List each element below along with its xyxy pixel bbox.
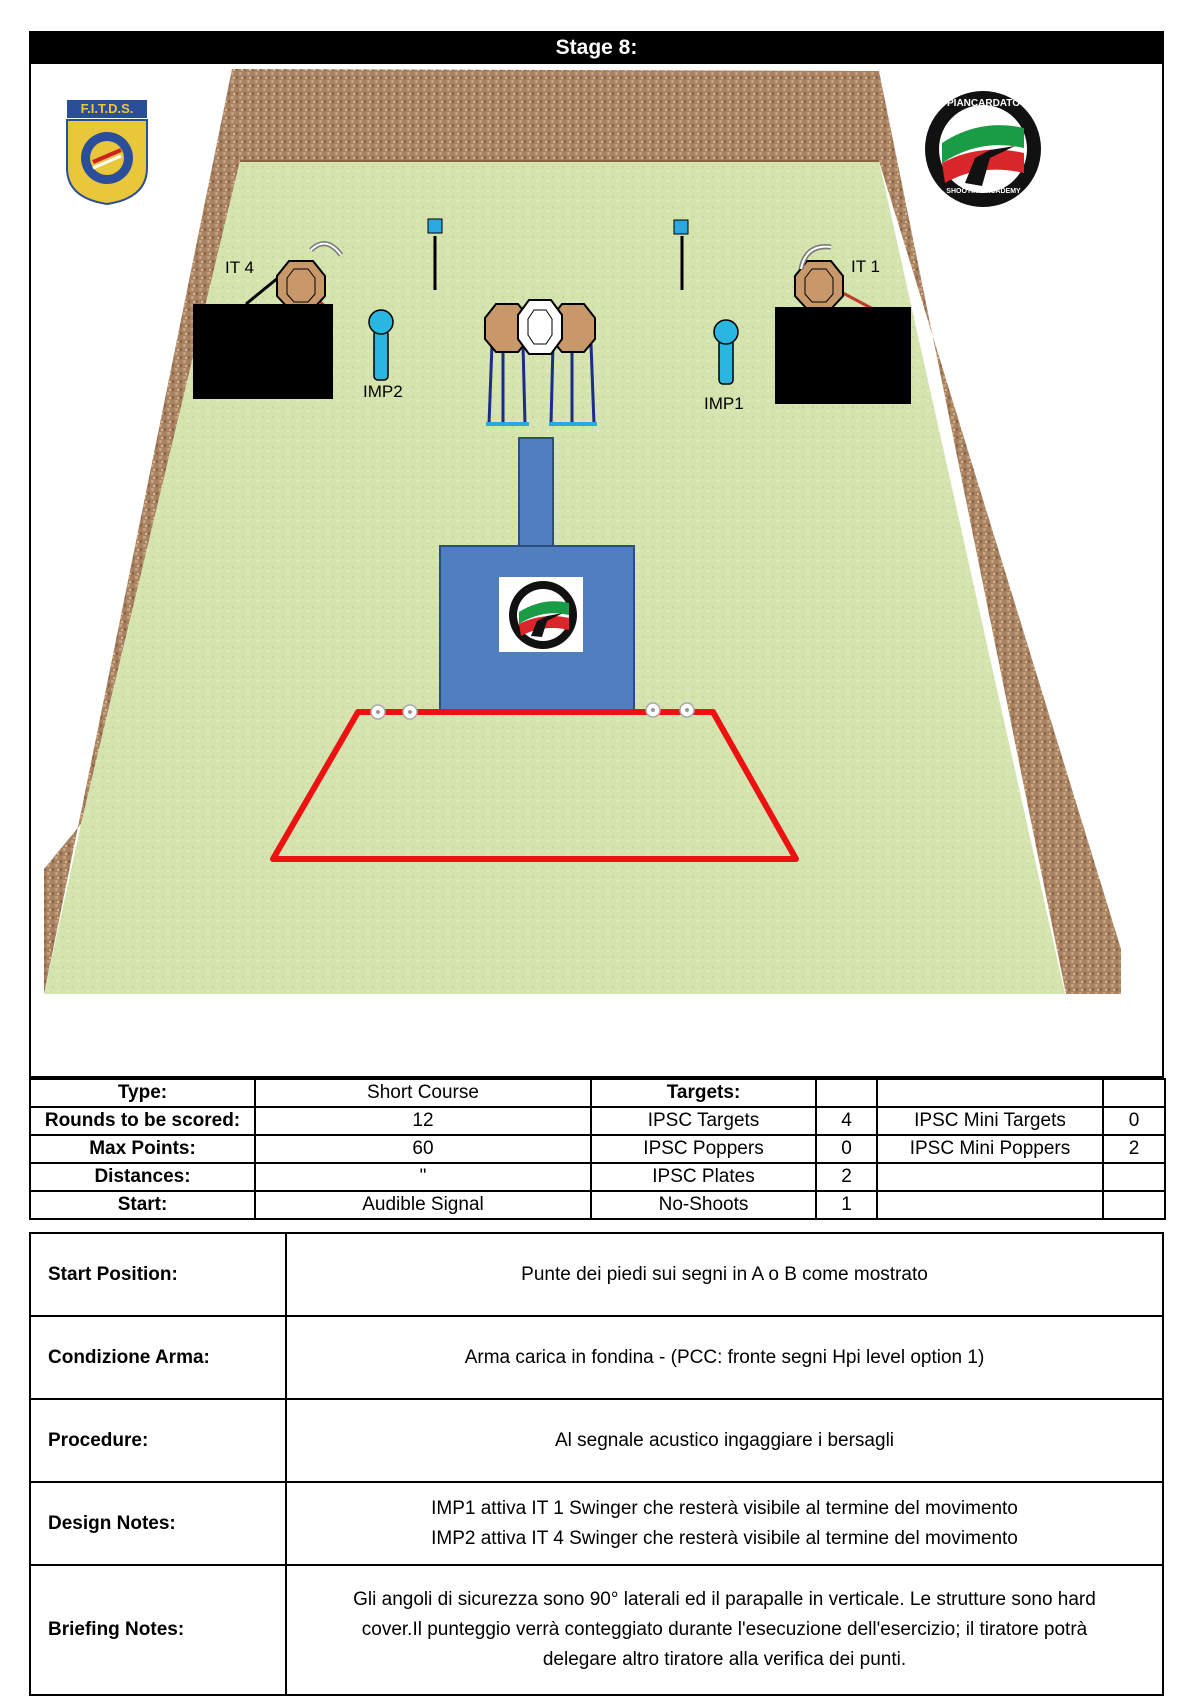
piancardato-logo-text: PIANCARDATO: [947, 98, 1020, 109]
piancardato-emblem-icon: [925, 91, 1041, 207]
noshoots-value: 1: [815, 1190, 878, 1220]
mini-targets-value: 0: [1102, 1106, 1166, 1136]
condizione-arma-label: Condizione Arma:: [29, 1315, 287, 1400]
max-points-value: 60: [254, 1134, 592, 1164]
ipsc-plates-value: 2: [815, 1162, 878, 1192]
ipsc-poppers-label: IPSC Poppers: [590, 1134, 817, 1164]
plate-left: [427, 218, 443, 290]
left-wall: [193, 304, 333, 399]
procedure-label: Procedure:: [29, 1398, 287, 1483]
details-row-start-position: Start Position: Punte dei piedi sui segn…: [29, 1232, 1164, 1317]
procedure-value: Al segnale acustico ingaggiare i bersagl…: [285, 1398, 1164, 1483]
rounds-label: Rounds to be scored:: [29, 1106, 256, 1136]
details-row-condizione: Condizione Arma: Arma carica in fondina …: [29, 1315, 1164, 1400]
barricade-stem: [518, 437, 554, 547]
design-notes-line: IMP2 attiva IT 4 Swinger che resterà vis…: [431, 1527, 1018, 1549]
imp1-popper: [713, 319, 739, 385]
briefing-notes-line: delegare altro tiratore alla verifica de…: [542, 1649, 907, 1670]
label-it1: IT 1: [851, 257, 880, 276]
ipsc-poppers-value: 0: [815, 1134, 878, 1164]
ipsc-plates-label: IPSC Plates: [590, 1162, 817, 1192]
right-wall: [775, 307, 911, 404]
design-notes-label: Design Notes:: [29, 1481, 287, 1566]
mini-targets-label: IPSC Mini Targets: [876, 1106, 1104, 1136]
fitds-logo: F.I.T.D.S.: [63, 98, 151, 206]
piancardato-logo-barricade: [503, 579, 583, 651]
stage-diagram: F.I.T.D.S. PIANCARDATO SHOOTING ACADEMY …: [29, 64, 1164, 1078]
details-row-procedure: Procedure: Al segnale acustico ingaggiar…: [29, 1398, 1164, 1483]
max-points-label: Max Points:: [29, 1134, 256, 1164]
right-berm: [879, 71, 1121, 994]
info-row-type: Type: Short Course Targets:: [29, 1078, 1166, 1108]
briefing-notes-line: cover.Il punteggio verrà conteggiato dur…: [361, 1619, 1088, 1640]
info-row-max: Max Points: 60 IPSC Poppers 0 IPSC Mini …: [29, 1134, 1166, 1164]
start-position-label: Start Position:: [29, 1232, 287, 1317]
design-notes-value: IMP1 attiva IT 1 Swinger che resterà vis…: [285, 1481, 1164, 1566]
briefing-notes-value: Gli angoli di sicurezza sono 90° lateral…: [285, 1564, 1164, 1696]
details-row-design-notes: Design Notes: IMP1 attiva IT 1 Swinger c…: [29, 1481, 1164, 1566]
noshoots-label: No-Shoots: [590, 1190, 817, 1220]
back-berm: [232, 69, 879, 161]
piancardato-logo-subtext: SHOOTING ACADEMY: [946, 188, 1021, 195]
piancardato-badge-icon: [509, 581, 577, 649]
imp2-popper: [368, 309, 394, 381]
distances-value: ": [254, 1162, 592, 1192]
plate-right: [673, 219, 689, 290]
left-berm: [44, 69, 240, 994]
mini-poppers-value: 2: [1102, 1134, 1166, 1164]
rounds-value: 12: [254, 1106, 592, 1136]
type-value: Short Course: [254, 1078, 592, 1108]
stage-layout-drawing: [44, 69, 1121, 994]
info-row-rounds: Rounds to be scored: 12 IPSC Targets 4 I…: [29, 1106, 1166, 1136]
stage-title: Stage 8:: [29, 31, 1164, 64]
targets-label: Targets:: [590, 1078, 817, 1108]
piancardato-logo-top: PIANCARDATO SHOOTING ACADEMY: [920, 88, 1047, 210]
center-targets: [484, 299, 597, 426]
start-position-value: Punte dei piedi sui segni in A o B come …: [285, 1232, 1164, 1317]
details-row-briefing-notes: Briefing Notes: Gli angoli di sicurezza …: [29, 1564, 1164, 1696]
label-imp2: IMP2: [363, 382, 403, 401]
stage-info-table: Type: Short Course Targets: Rounds to be…: [29, 1078, 1166, 1220]
ipsc-targets-value: 4: [815, 1106, 878, 1136]
briefing-notes-label: Briefing Notes:: [29, 1564, 287, 1696]
type-label: Type:: [29, 1078, 256, 1108]
shooting-area: [270, 709, 799, 862]
design-notes-line: IMP1 attiva IT 1 Swinger che resterà vis…: [431, 1497, 1018, 1519]
distances-label: Distances:: [29, 1162, 256, 1192]
start-value: Audible Signal: [254, 1190, 592, 1220]
start-marks: [370, 702, 695, 720]
condizione-arma-value: Arma carica in fondina - (PCC: fronte se…: [285, 1315, 1164, 1400]
label-imp1: IMP1: [704, 394, 744, 413]
fitds-logo-text: F.I.T.D.S.: [80, 101, 134, 116]
briefing-notes-line: Gli angoli di sicurezza sono 90° lateral…: [353, 1589, 1096, 1610]
stage-details-table: Start Position: Punte dei piedi sui segn…: [29, 1232, 1164, 1696]
fitds-emblem-icon: [66, 100, 148, 206]
label-it4: IT 4: [225, 258, 254, 277]
mini-poppers-label: IPSC Mini Poppers: [876, 1134, 1104, 1164]
ipsc-targets-label: IPSC Targets: [590, 1106, 817, 1136]
info-row-start: Start: Audible Signal No-Shoots 1: [29, 1190, 1166, 1220]
start-label: Start:: [29, 1190, 256, 1220]
info-row-distances: Distances: " IPSC Plates 2: [29, 1162, 1166, 1192]
